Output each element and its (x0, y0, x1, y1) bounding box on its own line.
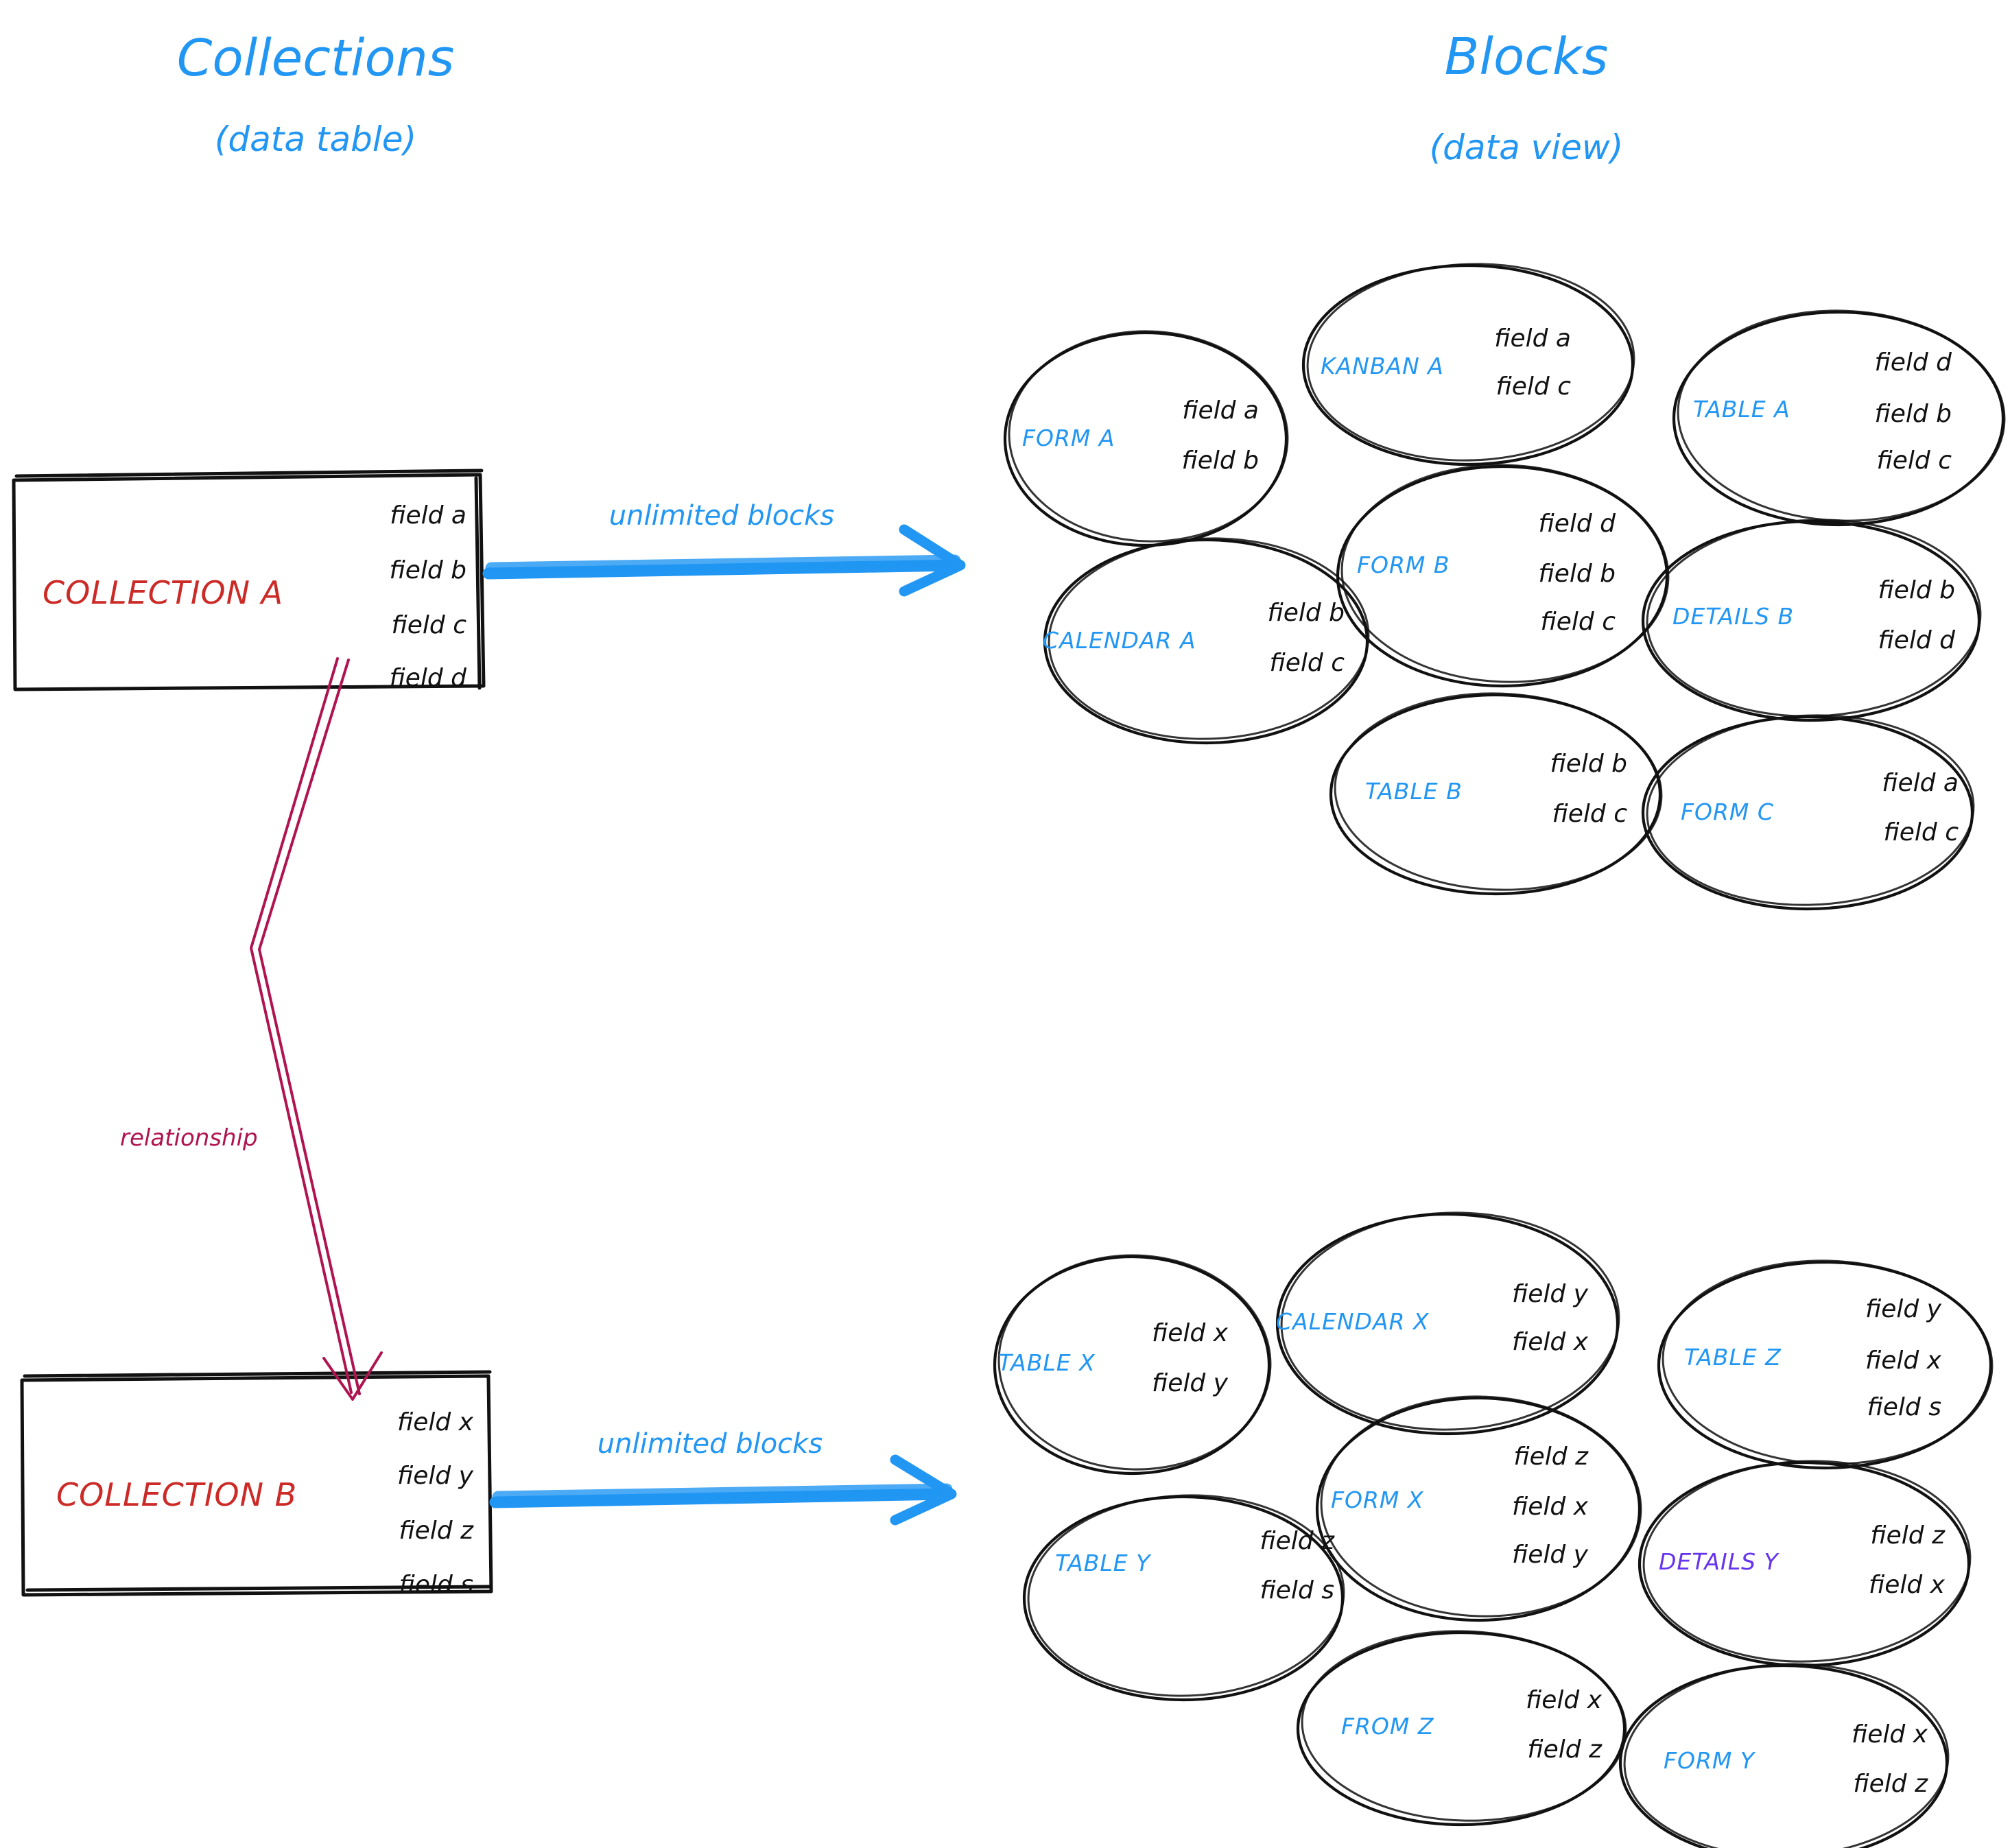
block-label: CALENDAR A (1043, 627, 1196, 654)
block-field: field b (1267, 599, 1345, 627)
block-field: field x (1869, 1571, 1946, 1599)
block-table-b[interactable]: TABLE B field b field c (1365, 750, 1627, 828)
block-field: field y (1512, 1541, 1589, 1569)
block-form-c[interactable]: FORM C field a field c (1681, 769, 1959, 846)
block-field: field x (1512, 1493, 1589, 1521)
collection-b-field: field y (397, 1462, 474, 1490)
block-field: field c (1884, 818, 1959, 846)
block-form-b[interactable]: FORM B field d field b field c (1357, 510, 1616, 636)
block-field: field b (1538, 560, 1616, 588)
collection-b-field: field z (399, 1517, 474, 1545)
block-label: FORM B (1357, 552, 1450, 578)
block-label: FROM Z (1341, 1713, 1434, 1740)
collection-a-field: field b (389, 556, 466, 584)
block-kanban-a[interactable]: KANBAN A field a field c (1321, 324, 1571, 401)
collection-b-name: COLLECTION B (56, 1476, 297, 1513)
block-field: field b (1550, 750, 1627, 778)
block-label: TABLE Y (1055, 1550, 1152, 1576)
block-field: field y (1512, 1280, 1589, 1308)
block-form-x[interactable]: FORM X field z field x field y (1331, 1443, 1589, 1569)
block-table-z[interactable]: TABLE Z field y field x field s (1684, 1295, 1942, 1421)
block-field: field x (1852, 1720, 1928, 1749)
block-field: field s (1867, 1393, 1941, 1421)
collection-a-name: COLLECTION A (43, 574, 283, 611)
block-field: field s (1260, 1576, 1334, 1604)
block-field: field x (1526, 1686, 1603, 1714)
block-label: DETAILS B (1672, 603, 1794, 630)
block-field: field y (1152, 1369, 1229, 1397)
collection-b-field: field x (397, 1408, 474, 1436)
collection-a-field: field a (390, 501, 466, 530)
block-table-a[interactable]: TABLE A field d field b field c (1693, 348, 1952, 475)
block-field: field a (1182, 396, 1259, 425)
arrow-label-unlimited-blocks-top: unlimited blocks (609, 500, 834, 532)
block-details-y[interactable]: DETAILS Y field z field x (1659, 1521, 1946, 1599)
collection-b-field: field s (399, 1571, 473, 1599)
block-field: field c (1877, 447, 1952, 475)
block-field: field d (1538, 510, 1616, 538)
block-field: field c (1270, 649, 1345, 677)
block-field: field b (1874, 400, 1952, 428)
block-table-x[interactable]: TABLE X field x field y (998, 1319, 1229, 1397)
block-field: field z (1260, 1527, 1335, 1555)
relationship-label: relationship (120, 1124, 258, 1152)
relationship-connector (250, 657, 383, 1401)
block-field: field z (1870, 1521, 1946, 1550)
page-title-blocks: Blocks (1445, 27, 1609, 86)
block-field: field z (1527, 1736, 1603, 1764)
block-label: FORM A (1022, 425, 1115, 451)
collection-a[interactable]: COLLECTION A field a field b field c fie… (43, 501, 467, 692)
block-field: field z (1513, 1443, 1589, 1471)
block-field: field z (1853, 1770, 1928, 1798)
page-subtitle-collections: (data table) (215, 119, 416, 159)
block-label: DETAILS Y (1659, 1548, 1780, 1575)
block-label: FORM C (1681, 798, 1774, 825)
block-label: FORM X (1331, 1486, 1424, 1513)
block-field: field x (1865, 1347, 1942, 1375)
collection-a-box (12, 469, 486, 691)
block-field: field a (1494, 324, 1571, 353)
block-field: field x (1152, 1319, 1229, 1347)
block-ellipses-a (1003, 263, 2006, 911)
block-field: field y (1865, 1295, 1942, 1323)
page-subtitle-blocks: (data view) (1430, 128, 1624, 167)
collection-b[interactable]: COLLECTION B field x field y field z fie… (56, 1408, 474, 1599)
block-label: FORM Y (1664, 1747, 1756, 1774)
block-field: field c (1496, 372, 1572, 401)
block-form-a[interactable]: FORM A field a field b (1022, 396, 1259, 475)
collection-b-box (20, 1370, 493, 1597)
block-field: field c (1541, 608, 1616, 636)
arrow-label-unlimited-blocks-bottom: unlimited blocks (598, 1428, 823, 1460)
page-title-collections: Collections (177, 29, 455, 88)
block-label: TABLE A (1693, 396, 1790, 423)
collection-a-field: field d (389, 664, 467, 692)
block-field: field x (1512, 1328, 1589, 1356)
collection-a-field: field c (392, 611, 467, 639)
block-label: CALENDAR X (1276, 1308, 1430, 1335)
block-field: field a (1882, 769, 1959, 797)
block-field: field d (1874, 348, 1952, 377)
block-details-b[interactable]: DETAILS B field b field d (1672, 576, 1956, 654)
block-label: KANBAN A (1321, 353, 1444, 379)
block-form-y[interactable]: FORM Y field x field z (1664, 1720, 1928, 1798)
block-field: field c (1552, 800, 1628, 828)
block-field: field b (1181, 447, 1259, 475)
block-calendar-x[interactable]: CALENDAR X field y field x (1276, 1280, 1589, 1356)
block-ellipses-b (993, 1211, 1994, 1848)
block-table-y[interactable]: TABLE Y field z field s (1055, 1527, 1335, 1604)
arrow-unlimited-blocks-top (482, 524, 966, 597)
block-label: TABLE B (1365, 778, 1463, 805)
block-label: TABLE Z (1684, 1344, 1782, 1371)
block-label: TABLE X (998, 1349, 1096, 1376)
arrow-unlimited-blocks-bottom (489, 1454, 957, 1526)
block-field: field b (1878, 576, 1955, 604)
block-from-z[interactable]: FROM Z field x field z (1341, 1686, 1603, 1764)
block-calendar-a[interactable]: CALENDAR A field b field c (1043, 599, 1345, 677)
block-field: field d (1878, 626, 1956, 654)
